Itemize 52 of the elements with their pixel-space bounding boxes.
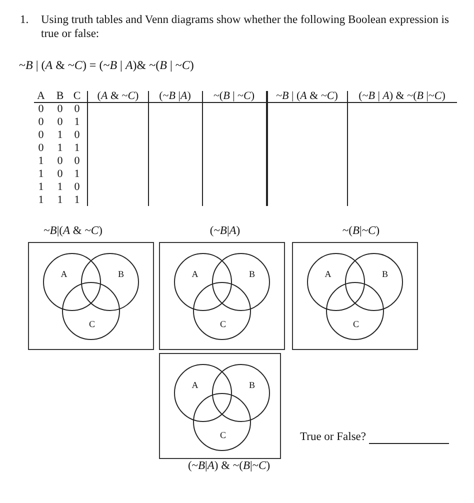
truth-value: 0: [38, 116, 44, 128]
set-label: A: [192, 269, 198, 279]
column-header: (A & ~C): [97, 91, 139, 102]
truth-value: 1: [38, 168, 44, 180]
truth-value: 0: [38, 103, 44, 115]
truth-value: 0: [74, 155, 80, 167]
column-header: ~B | (A & ~C): [276, 91, 338, 102]
truth-value: 0: [74, 129, 80, 141]
set-label: C: [220, 430, 226, 440]
column-header: (~B | A) & ~(B |~C): [358, 91, 446, 102]
boolean-expression: ~B | (A & ~C) = (~B | A)& ~(B | ~C): [19, 58, 194, 72]
truth-value: 1: [74, 168, 80, 180]
venn-caption: (~B|A) & ~(B|~C): [188, 460, 270, 473]
set-label: A: [192, 380, 198, 390]
truth-value: 0: [57, 103, 63, 115]
truth-value: 1: [38, 181, 44, 193]
set-label: B: [382, 269, 388, 279]
question-number: 1.: [20, 13, 29, 27]
column-header: A: [37, 91, 45, 102]
column-header: (~B |A): [159, 91, 191, 102]
column-header: B: [56, 91, 64, 102]
set-label: A: [60, 269, 68, 279]
truth-value: 1: [38, 155, 44, 167]
truth-value: 1: [74, 194, 80, 206]
truth-value: 1: [74, 142, 80, 154]
truth-value: 1: [57, 129, 63, 141]
truth-value: 0: [57, 116, 63, 128]
question-text: Using truth tables and Venn diagrams show whether the following Boolean expression is true or false:: [41, 13, 450, 41]
set-label: C: [353, 319, 359, 329]
prompt-text: True or False?: [300, 430, 366, 444]
column-header: ~(B | ~C): [213, 91, 255, 102]
truth-value: 0: [57, 168, 63, 180]
set-label: A: [324, 269, 332, 279]
venn-heading: ~(B|~C): [342, 225, 380, 238]
truth-value: 0: [74, 181, 80, 193]
truth-value: 0: [38, 129, 44, 141]
set-label: B: [249, 380, 255, 390]
truth-value: 1: [74, 116, 80, 128]
set-label: C: [89, 319, 95, 329]
truth-value: 1: [57, 181, 63, 193]
set-label: B: [249, 269, 255, 279]
set-label: B: [118, 269, 124, 279]
truth-value: 0: [38, 142, 44, 154]
truth-value: 1: [57, 194, 63, 206]
venn-heading: ~B|(A & ~C): [44, 225, 102, 238]
truth-value: 1: [57, 142, 63, 154]
column-header: C: [73, 91, 81, 102]
set-label: C: [220, 319, 226, 329]
truth-value: 0: [57, 155, 63, 167]
truth-value: 1: [38, 194, 44, 206]
truth-value: 0: [74, 103, 80, 115]
venn-heading: (~B|A): [210, 225, 240, 238]
